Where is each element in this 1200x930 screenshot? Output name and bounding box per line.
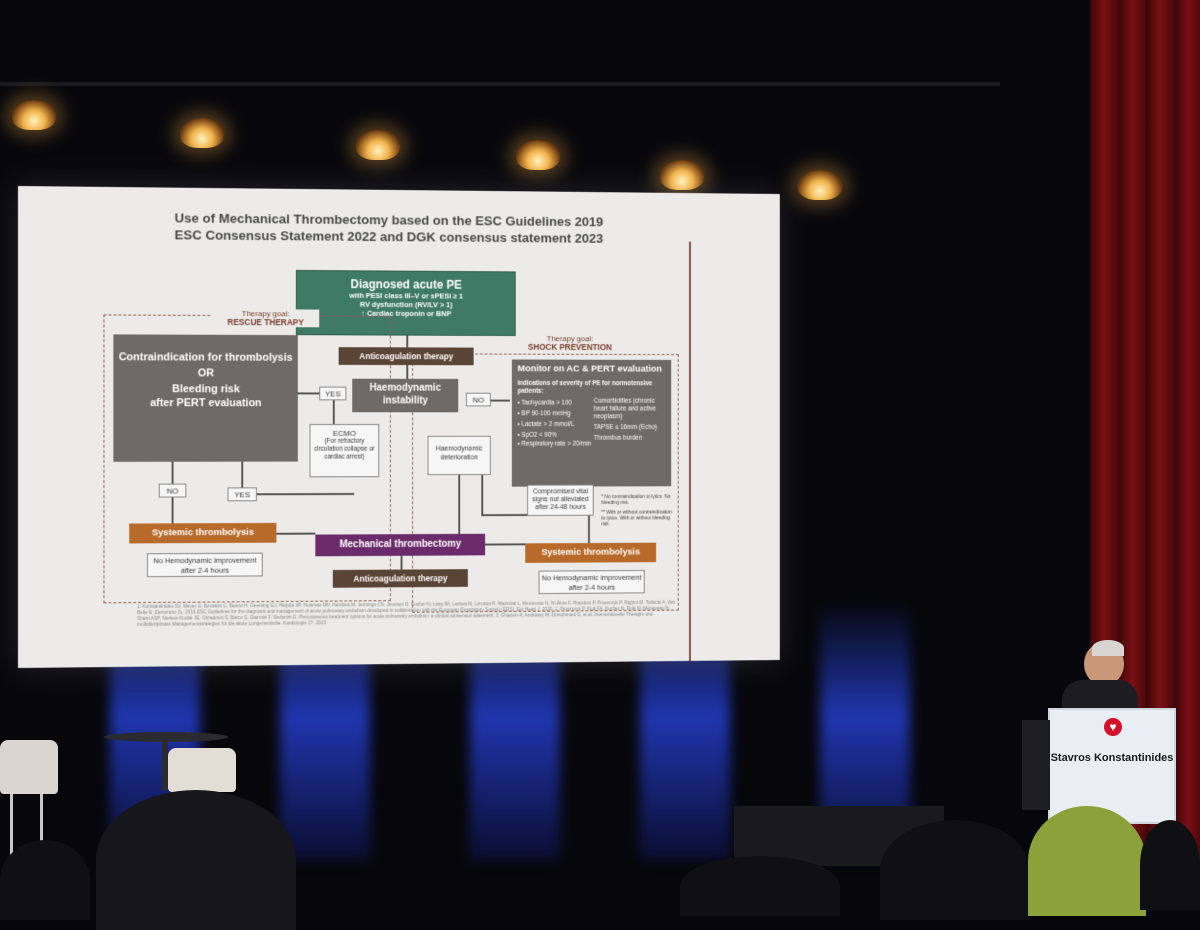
- connector: [485, 543, 526, 546]
- stage-light: [798, 170, 842, 200]
- connector: [256, 493, 355, 496]
- chair: [168, 748, 236, 792]
- stage-light: [660, 160, 704, 190]
- stage-light: [12, 100, 56, 130]
- speaker-hair: [1092, 640, 1124, 656]
- no-label: NO: [158, 483, 187, 498]
- audience-head: [1140, 820, 1200, 910]
- severity-list-left: • Tachycardia > 100 • BP 90-100 mmHg • L…: [517, 399, 592, 448]
- audience-head: [880, 820, 1030, 920]
- bar-table-leg: [162, 742, 168, 790]
- slide-title-line2: ESC Consensus Statement 2022 and DGK con…: [174, 227, 604, 246]
- heart-icon: ♥: [1104, 718, 1122, 736]
- goal-shock: Therapy goal:SHOCK PREVENTION: [517, 334, 623, 353]
- goal-rescue: Therapy goal:RESCUE THERAPY: [211, 309, 320, 328]
- connector: [490, 399, 510, 402]
- chair: [0, 740, 58, 794]
- connector: [458, 475, 461, 534]
- connector: [406, 365, 409, 379]
- audience-head: [96, 790, 296, 930]
- stage-light: [516, 140, 560, 170]
- connector: [297, 392, 320, 395]
- yes-label: YES: [227, 487, 257, 502]
- no-improvement-left: No Hemodynamic improvement after 2-4 hou…: [146, 552, 263, 578]
- no-improvement-right: No Hemodynamic improvement after 2-4 hou…: [538, 569, 645, 595]
- haemodynamic-deterioration-box: Haemodynamic deterioration: [427, 435, 491, 476]
- connector: [481, 475, 484, 515]
- haemodynamic-instability-box: Haemodynamic instability: [352, 378, 459, 413]
- mechanical-thrombectomy-box: Mechanical thrombectomy: [315, 533, 486, 557]
- references: 1. Konstantinides SV, Meyer G, Becattini…: [137, 600, 676, 628]
- connector: [171, 461, 174, 484]
- compromised-vital-signs-box: Compromised vital signs not alleviated a…: [527, 484, 594, 516]
- ecmo-box: ECMO (For refractory circulation collaps…: [309, 424, 380, 478]
- diagnosed-title: Diagnosed acute PE: [350, 277, 462, 292]
- chair-leg: [40, 794, 43, 864]
- connector: [241, 461, 244, 488]
- anticoagulation-bottom-box: Anticoagulation therapy: [332, 569, 468, 588]
- yes-label: YES: [319, 386, 347, 401]
- footnote: * No contraindication to lytics. No blee…: [601, 494, 671, 506]
- slide-title: Use of Mechanical Thrombectomy based on …: [167, 209, 611, 246]
- podium: ♥ Stavros Konstantinides: [1048, 708, 1176, 824]
- audience-head-green-hat: [1028, 806, 1146, 916]
- connector: [171, 497, 174, 524]
- connector: [588, 515, 590, 544]
- lighting-truss: [0, 82, 1000, 86]
- connector: [406, 335, 409, 348]
- no-label: NO: [465, 392, 491, 407]
- anticoagulation-top-box: Anticoagulation therapy: [338, 347, 474, 366]
- systemic-thrombolysis-right: Systemic thrombolysis: [525, 542, 657, 563]
- chair-leg: [10, 794, 13, 864]
- stage-light: [180, 118, 224, 148]
- podium-stand: [1022, 720, 1050, 810]
- monitor-pert-box: Monitor on AC & PERT evaluation Indicati…: [511, 359, 672, 487]
- connector: [400, 555, 403, 570]
- audience-head: [0, 840, 90, 920]
- slide-divider: [689, 241, 691, 661]
- connector: [481, 514, 528, 517]
- contraindication-box: Contraindication for thrombolysis OR Ble…: [113, 334, 298, 462]
- systemic-thrombolysis-left: Systemic thrombolysis: [129, 522, 277, 544]
- stage-light: [356, 130, 400, 160]
- severity-list-right: Comorbidities (chronic heart failure and…: [593, 397, 658, 442]
- speaker-nameplate: Stavros Konstantinides: [1050, 752, 1174, 764]
- projection-screen: Use of Mechanical Thrombectomy based on …: [18, 186, 780, 668]
- footnote: ** With or without contraindication to l…: [601, 509, 672, 528]
- connector: [332, 400, 335, 425]
- bar-table: [104, 732, 228, 742]
- connector: [276, 532, 316, 535]
- audience-head: [680, 856, 840, 916]
